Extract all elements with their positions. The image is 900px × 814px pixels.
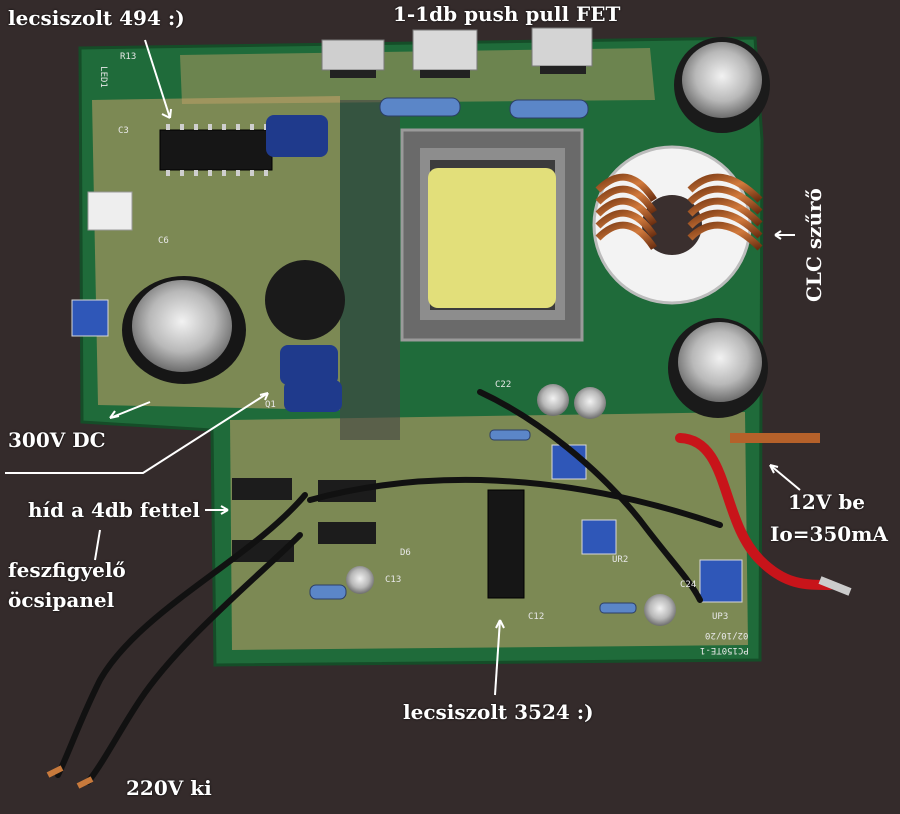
silk-board-date: 02/10/20 (705, 630, 749, 640)
silk-q1: Q1 (265, 400, 276, 410)
input-wire-red (675, 433, 835, 590)
chip-3524 (487, 489, 525, 599)
output-wires (55, 389, 723, 785)
blue-capacitor-3 (284, 380, 342, 412)
label-300v-dc: 300V DC (8, 428, 106, 452)
label-bridge: híd a 4db fettel (28, 498, 200, 522)
ferrite-core (265, 260, 345, 340)
toroid-inductor (592, 145, 763, 305)
silk-c12: C12 (528, 612, 545, 622)
transformer (340, 100, 584, 440)
label-chip-494: lecsiszolt 494 :) (8, 6, 185, 30)
silk-d6: D6 (400, 548, 411, 558)
capacitor-right-middle (668, 318, 768, 418)
small-capacitor-4 (346, 566, 374, 594)
capacitor-top-right (674, 37, 770, 133)
blue-capacitor-1 (266, 115, 328, 157)
wire-tip-2 (76, 776, 94, 789)
label-12v-in-2: Io=350mA (770, 522, 888, 546)
bridge-fet-4 (318, 522, 376, 544)
push-pull-fet-middle (412, 29, 478, 78)
label-chip-3524: lecsiszolt 3524 :) (403, 700, 594, 724)
small-capacitor-1 (537, 384, 569, 416)
annotation-arrows (5, 39, 801, 696)
label-monitor-1: feszfigyelő (8, 558, 126, 582)
silk-ur2: UR2 (612, 555, 629, 565)
input-wire-tip (818, 576, 852, 596)
chip-494 (159, 129, 273, 171)
small-capacitor-3 (644, 594, 676, 626)
silk-c6: C6 (158, 236, 169, 246)
silk-c3: C3 (118, 126, 129, 136)
trimmer-right (699, 559, 743, 603)
silk-c22: C22 (495, 380, 512, 390)
silk-led: LED1 (97, 66, 108, 88)
wire-tip-1 (46, 765, 64, 778)
silk-r13: R13 (120, 52, 137, 62)
trimmer-left (71, 299, 109, 337)
push-pull-fet-right (531, 27, 593, 74)
label-12v-in-1: 12V be (788, 490, 866, 514)
optocoupler (87, 191, 133, 231)
small-capacitor-2 (574, 387, 606, 419)
blue-capacitor-2 (280, 345, 338, 385)
silk-board-id: PC150TE-1 (700, 645, 749, 655)
silk-c24: C24 (680, 580, 697, 590)
label-push-pull: 1-1db push pull FET (393, 2, 621, 26)
bridge-fet-1 (232, 478, 292, 500)
label-monitor-2: öcsipanel (8, 588, 115, 612)
silk-c13: C13 (385, 575, 402, 585)
push-pull-fet-left (321, 39, 385, 78)
label-clc-filter: CLC szűrő (802, 188, 826, 302)
label-220v-out: 220V ki (126, 776, 212, 800)
silk-u3: UP3 (712, 612, 729, 622)
trimmer-low (581, 519, 617, 555)
capacitor-left-300v (122, 276, 246, 384)
